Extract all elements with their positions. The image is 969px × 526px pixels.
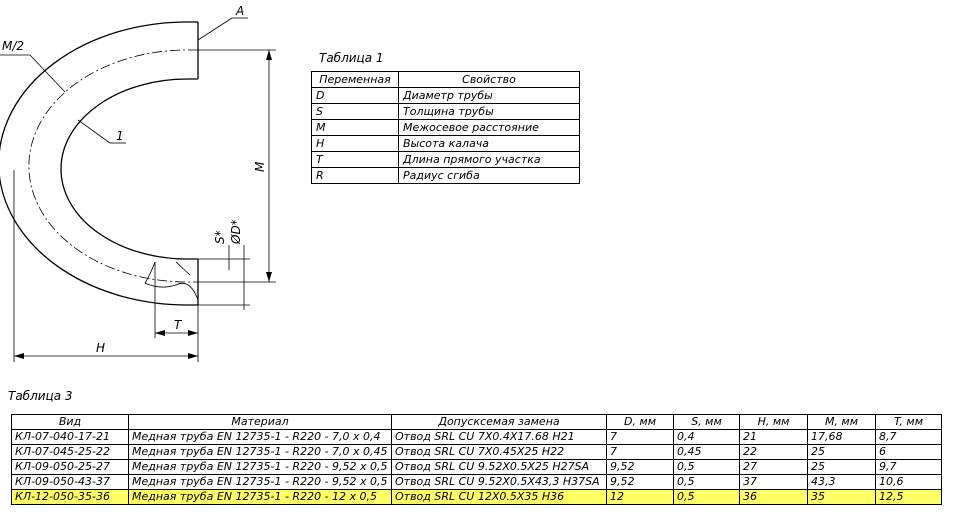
table-cell: Длина прямого участка bbox=[398, 151, 580, 168]
table3-header-cell: Материал bbox=[128, 414, 392, 430]
table-cell: Медная труба EN 12735-1 - R220 - 12 x 0,… bbox=[128, 489, 392, 505]
table-cell: M bbox=[311, 119, 399, 136]
table-cell: 17,68 bbox=[807, 429, 876, 445]
table-cell: 36 bbox=[739, 489, 808, 505]
table3-header-cell: D, мм bbox=[606, 414, 674, 430]
table-cell: Отвод SRL CU 9.52X0.5X43,3 H37SA bbox=[391, 474, 607, 490]
table-cell: H bbox=[311, 135, 399, 152]
inner-contour bbox=[60, 78, 198, 260]
table-cell: Межосевое расстояние bbox=[398, 119, 580, 136]
table-cell: Медная труба EN 12735-1 - R220 - 9,52 x … bbox=[128, 459, 392, 475]
table-cell: 37 bbox=[739, 474, 808, 490]
table-cell: 8,7 bbox=[875, 429, 942, 445]
table-cell: 12 bbox=[606, 489, 674, 505]
table-cell: Толщина трубы bbox=[398, 103, 580, 120]
table-cell: Диаметр трубы bbox=[398, 87, 580, 104]
table-cell: 0,45 bbox=[673, 444, 740, 460]
table-row: КЛ-07-045-25-22 Медная труба EN 12735-1 … bbox=[11, 444, 942, 460]
table3: Вид Материал Допусксемая замена D, мм S,… bbox=[11, 414, 942, 505]
table-cell: 6 bbox=[875, 444, 942, 460]
table-cell: 7 bbox=[606, 429, 674, 445]
table-cell: Медная труба EN 12735-1 - R220 - 7,0 x 0… bbox=[128, 429, 392, 445]
table3-caption: Таблица 3 bbox=[8, 389, 73, 403]
table-cell: R bbox=[311, 167, 399, 184]
table3-header-cell: M, мм bbox=[807, 414, 876, 430]
label-1: 1 bbox=[116, 129, 124, 143]
table-cell: 9,7 bbox=[875, 459, 942, 475]
table3-header-cell: H, мм bbox=[739, 414, 808, 430]
center-line bbox=[28, 49, 198, 283]
table-cell: S bbox=[311, 103, 399, 120]
table-cell: Высота калача bbox=[398, 135, 580, 152]
label-s: S* bbox=[213, 230, 227, 244]
table-cell: Отвод SRL CU 12X0.5X35 H36 bbox=[391, 489, 607, 505]
table-row: КЛ-09-050-25-27 Медная труба EN 12735-1 … bbox=[11, 459, 942, 475]
table-cell: 25 bbox=[807, 444, 876, 460]
label-t: T bbox=[174, 318, 183, 332]
table3-header-cell: Вид bbox=[11, 414, 129, 430]
outer-contour bbox=[0, 21, 198, 306]
table-row: КЛ-07-040-17-21 Медная труба EN 12735-1 … bbox=[11, 429, 942, 445]
table-cell: КЛ-07-040-17-21 bbox=[11, 429, 129, 445]
table-cell: 0,5 bbox=[673, 474, 740, 490]
table-cell: КЛ-09-050-43-37 bbox=[11, 474, 129, 490]
table-cell: 10,6 bbox=[875, 474, 942, 490]
table3-header-cell: Допусксемая замена bbox=[391, 414, 607, 430]
table1-header-row: Переменная Свойство bbox=[311, 71, 580, 88]
table3-header-cell: S, мм bbox=[673, 414, 740, 430]
label-m2: M/2 bbox=[2, 39, 24, 53]
table1-header-cell: Переменная bbox=[311, 71, 399, 88]
table-cell: 9,52 bbox=[606, 459, 674, 475]
label-a: A bbox=[235, 4, 244, 18]
table-cell: T bbox=[311, 151, 399, 168]
table-cell: 0,4 bbox=[673, 429, 740, 445]
table-cell: Медная труба EN 12735-1 - R220 - 9,52 x … bbox=[128, 474, 392, 490]
table-row: КЛ-09-050-43-37 Медная труба EN 12735-1 … bbox=[11, 474, 942, 490]
table-cell: КЛ-09-050-25-27 bbox=[11, 459, 129, 475]
table-cell: Отвод SRL CU 9.52X0.5X25 H27SA bbox=[391, 459, 607, 475]
table-cell: 25 bbox=[807, 459, 876, 475]
table-cell: КЛ-12-050-35-36 bbox=[11, 489, 129, 505]
label-d: ØD* bbox=[229, 219, 243, 245]
table-cell: 12,5 bbox=[875, 489, 942, 505]
table-cell: 43,3 bbox=[807, 474, 876, 490]
table-cell: 0,5 bbox=[673, 459, 740, 475]
table-cell: 7 bbox=[606, 444, 674, 460]
label-h: H bbox=[96, 341, 105, 355]
table-cell: КЛ-07-045-25-22 bbox=[11, 444, 129, 460]
table-cell: Медная труба EN 12735-1 - R220 - 7,0 x 0… bbox=[128, 444, 392, 460]
table-cell: 35 bbox=[807, 489, 876, 505]
table-cell: D bbox=[311, 87, 399, 104]
table-cell: 9,52 bbox=[606, 474, 674, 490]
table-row-highlighted: КЛ-12-050-35-36 Медная труба EN 12735-1 … bbox=[11, 489, 942, 505]
table-cell: Отвод SRL CU 7X0.4X17.68 H21 bbox=[391, 429, 607, 445]
table-cell: 22 bbox=[739, 444, 808, 460]
table-cell: Радиус сгиба bbox=[398, 167, 580, 184]
table-cell: 27 bbox=[739, 459, 808, 475]
label-m: M bbox=[253, 161, 267, 172]
table-cell: 0,5 bbox=[673, 489, 740, 505]
table1-header-cell: Свойство bbox=[398, 71, 580, 88]
table1-caption: Таблица 1 bbox=[319, 51, 384, 65]
table-cell: Отвод SRL CU 7X0.45X25 H22 bbox=[391, 444, 607, 460]
table3-header-cell: T, мм bbox=[875, 414, 942, 430]
table-cell: 21 bbox=[739, 429, 808, 445]
table3-header-row: Вид Материал Допусксемая замена D, мм S,… bbox=[11, 414, 942, 430]
